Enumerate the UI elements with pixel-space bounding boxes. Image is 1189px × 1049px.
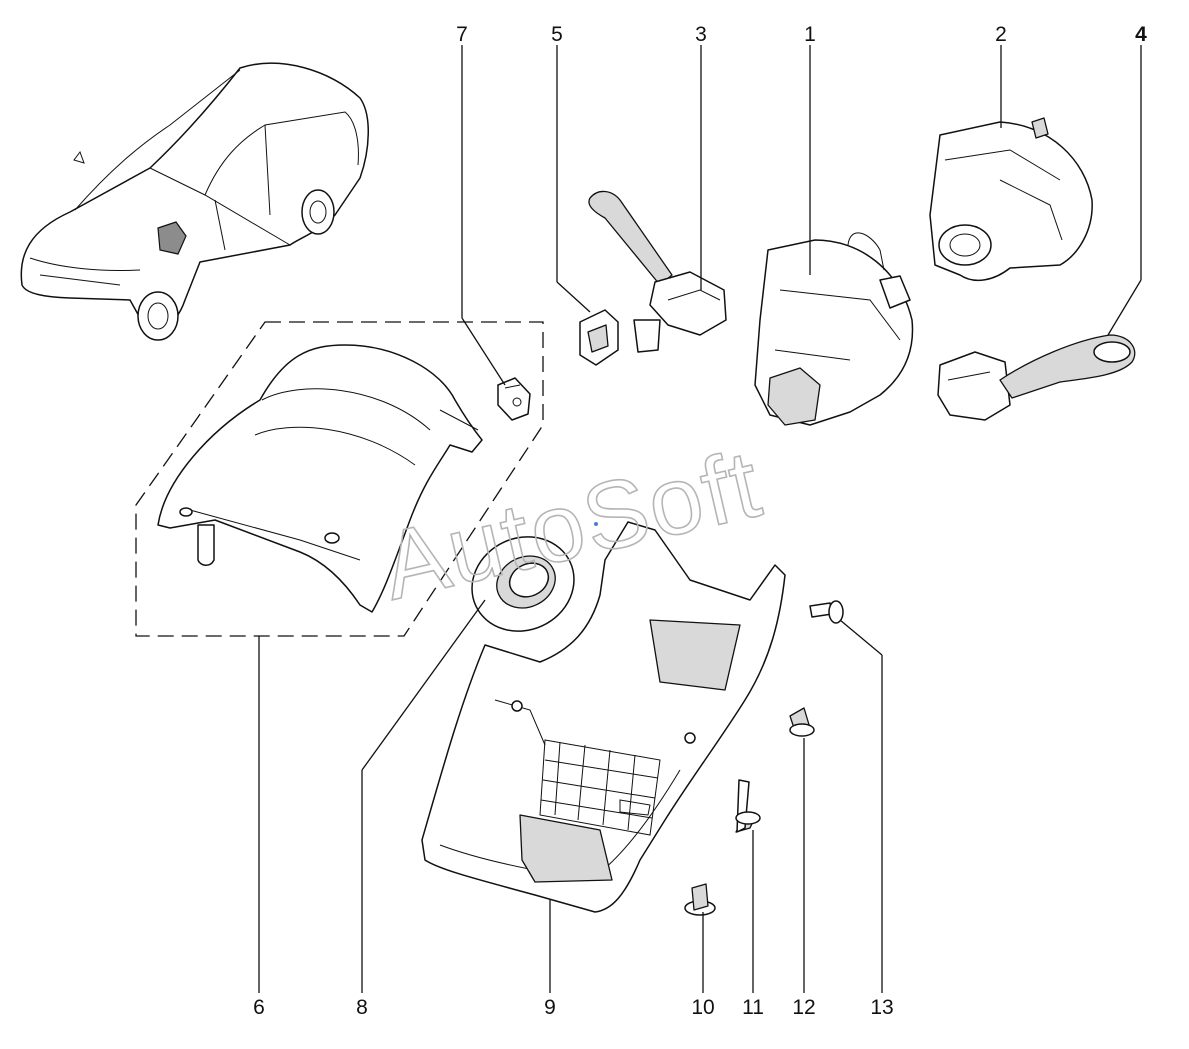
plastic-clip-12 (789, 707, 815, 737)
bolt-13 (809, 600, 844, 624)
leader-lines (258, 45, 1142, 993)
screw-10 (684, 883, 716, 916)
callout-9: 9 (544, 996, 556, 1019)
seal-ring (471, 536, 575, 632)
pin-11 (735, 779, 761, 833)
part-6-frame (135, 321, 544, 637)
callout-10: 10 (691, 996, 714, 1019)
left-stalk-switch (588, 190, 727, 353)
callout-1: 1 (804, 23, 816, 46)
callout-13: 13 (870, 996, 893, 1019)
callout-8: 8 (356, 996, 368, 1019)
callout-12: 12 (792, 996, 815, 1019)
callout-6: 6 (253, 996, 265, 1019)
ignition-switch-module (754, 232, 914, 426)
watermark-dot (594, 522, 598, 526)
callout-4: 4 (1135, 23, 1147, 46)
clip (497, 377, 531, 421)
right-stalk-switch (937, 334, 1136, 421)
callout-11: 11 (742, 996, 764, 1019)
callout-5: 5 (551, 23, 563, 46)
ignition-lock-housing (929, 117, 1093, 282)
upper-column-cover (157, 344, 483, 613)
small-switch (579, 309, 619, 366)
callout-3: 3 (695, 23, 707, 46)
callout-2: 2 (995, 23, 1007, 46)
lower-column-cover (421, 521, 786, 913)
callout-7: 7 (456, 23, 468, 46)
callout-numbers: 7 5 3 1 2 4 6 8 9 10 11 12 13 (253, 23, 1147, 1019)
car-overview-illustration (20, 62, 369, 341)
